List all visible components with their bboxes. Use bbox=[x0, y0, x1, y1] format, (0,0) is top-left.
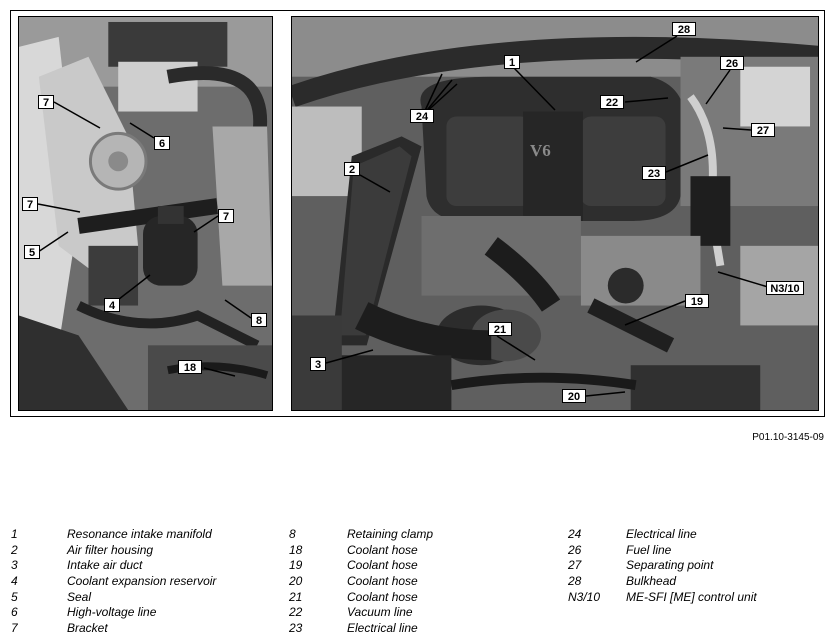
legend-label: Intake air duct bbox=[67, 558, 143, 573]
legend-number: 5 bbox=[11, 589, 18, 604]
legend-label: Air filter housing bbox=[67, 542, 154, 557]
callout-27: 27 bbox=[751, 123, 775, 137]
callout-22: 22 bbox=[600, 95, 624, 109]
callout-21: 21 bbox=[488, 322, 512, 336]
legend-number: 22 bbox=[289, 605, 303, 620]
legend-number: 26 bbox=[568, 542, 582, 557]
legend-number: 1 bbox=[11, 527, 18, 541]
callout-20: 20 bbox=[562, 389, 586, 403]
legend-label: Coolant hose bbox=[347, 589, 418, 604]
callout-26: 26 bbox=[720, 56, 744, 70]
callout-2: 2 bbox=[344, 162, 360, 176]
legend-label: Bracket bbox=[67, 621, 108, 636]
legend-label: Coolant hose bbox=[347, 542, 418, 557]
legend-label: Coolant hose bbox=[347, 558, 418, 573]
legend-number: 7 bbox=[11, 621, 18, 636]
callout-1: 1 bbox=[504, 55, 520, 69]
legend-number: 23 bbox=[289, 621, 303, 636]
legend-number: 20 bbox=[289, 574, 303, 589]
legend-label: Separating point bbox=[626, 558, 714, 573]
engine-bay-right-photo bbox=[291, 16, 819, 411]
legend-number: N3/10 bbox=[568, 589, 601, 604]
callout-8: 8 bbox=[251, 313, 267, 327]
legend-label: Electrical line bbox=[626, 527, 697, 541]
legend-label: Coolant hose bbox=[347, 574, 418, 589]
legend-number: 8 bbox=[289, 527, 296, 541]
legend-label: Resonance intake manifold bbox=[67, 527, 212, 541]
legend-label: Coolant expansion reservoir bbox=[67, 574, 217, 589]
figure-reference-number: P01.10-3145-09 bbox=[752, 432, 824, 443]
legend-label: Vacuum line bbox=[347, 605, 413, 620]
callout-18: 18 bbox=[178, 360, 202, 374]
legend-label: Retaining clamp bbox=[347, 527, 434, 541]
legend-number: 4 bbox=[11, 574, 18, 589]
legend-number: 21 bbox=[289, 589, 303, 604]
callout-3: 3 bbox=[310, 357, 326, 371]
callout-n3-10: N3/10 bbox=[766, 281, 804, 295]
legend-number: 28 bbox=[568, 574, 582, 589]
legend-number: 27 bbox=[568, 558, 582, 573]
legend-number: 24 bbox=[568, 527, 582, 541]
legend-label: Bulkhead bbox=[626, 574, 677, 589]
legend-number: 2 bbox=[11, 542, 18, 557]
callout-23: 23 bbox=[642, 166, 666, 180]
legend-number: 6 bbox=[11, 605, 18, 620]
callout-28: 28 bbox=[672, 22, 696, 36]
legend-label: High-voltage line bbox=[67, 605, 157, 620]
callout-19: 19 bbox=[685, 294, 709, 308]
legend-number: 19 bbox=[289, 558, 303, 573]
legend-label: Seal bbox=[67, 589, 92, 604]
callout-7-left: 7 bbox=[22, 197, 38, 211]
callout-6: 6 bbox=[154, 136, 170, 150]
engine-cover-v6-text: V6 bbox=[530, 141, 551, 160]
callout-4: 4 bbox=[104, 298, 120, 312]
legend-label: Electrical line bbox=[347, 621, 418, 636]
legend-number: 3 bbox=[11, 558, 18, 573]
engine-bay-left-photo bbox=[18, 16, 273, 411]
callout-24: 24 bbox=[410, 109, 434, 123]
callout-7-right: 7 bbox=[218, 209, 234, 223]
legend-label: Fuel line bbox=[626, 542, 672, 557]
legend-label: ME-SFI [ME] control unit bbox=[626, 589, 757, 604]
callout-7-top: 7 bbox=[38, 95, 54, 109]
callout-5: 5 bbox=[24, 245, 40, 259]
legend-number: 18 bbox=[289, 542, 303, 557]
